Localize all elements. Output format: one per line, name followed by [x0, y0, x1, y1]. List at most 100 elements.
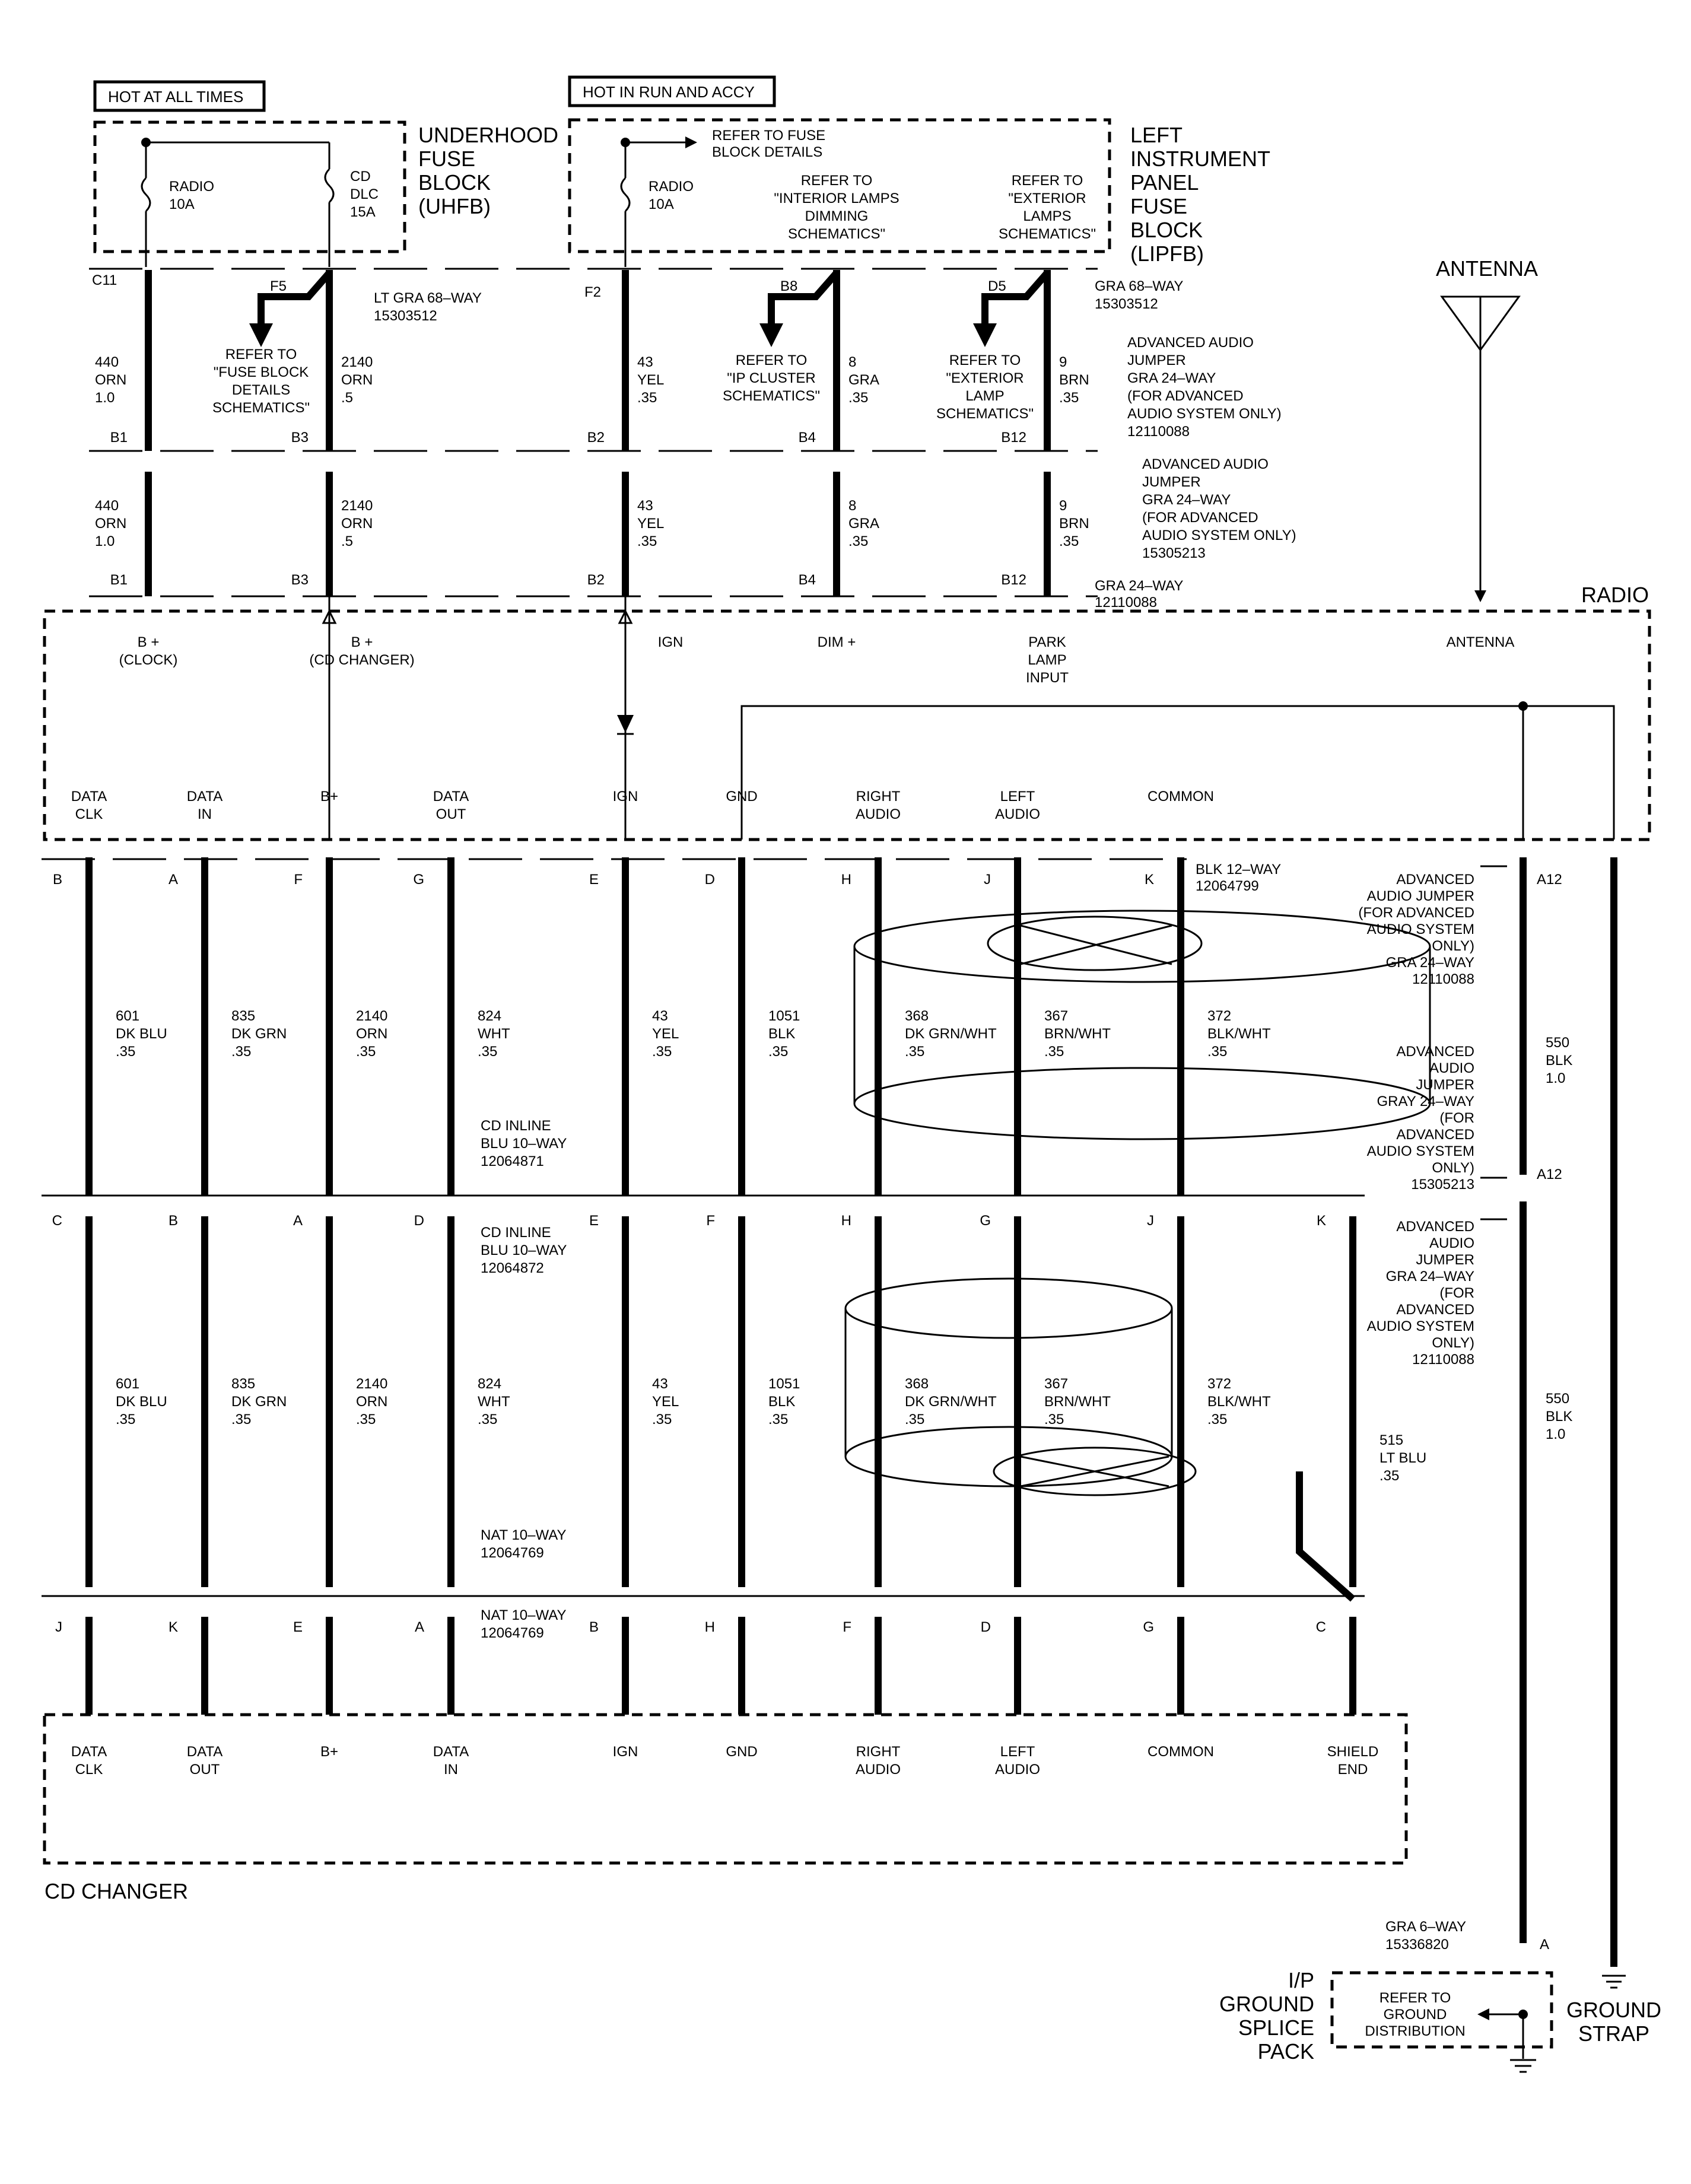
upper-circuit-bottom: ORN [341, 516, 373, 532]
svg-text:INSTRUMENT: INSTRUMENT [1130, 147, 1270, 171]
circuit-label-upper: DK BLU [116, 1026, 167, 1042]
upper-pin-bottom: B4 [799, 572, 816, 588]
svg-text:AUDIO SYSTEM: AUDIO SYSTEM [1367, 1143, 1474, 1159]
svg-text:NAT 10–WAY: NAT 10–WAY [481, 1607, 567, 1623]
upper-circuit-top: ORN [95, 372, 126, 388]
upper-circuit-bottom: 9 [1059, 498, 1067, 514]
svg-text:12064799: 12064799 [1196, 878, 1259, 894]
svg-text:PARK: PARK [1028, 634, 1066, 650]
inline-pin: H [841, 1213, 851, 1229]
circuit-label-upper: BLK [768, 1026, 795, 1042]
upper-circuit-top: YEL [637, 372, 664, 388]
conn-adv-right-2: ADVANCED AUDIO JUMPER GRAY 24–WAY (FOR A… [1367, 1044, 1474, 1193]
cd-changer-title: CD CHANGER [44, 1879, 188, 1903]
svg-text:IGN: IGN [658, 634, 684, 650]
svg-text:AUDIO JUMPER: AUDIO JUMPER [1367, 888, 1474, 904]
svg-text:(FOR ADVANCED: (FOR ADVANCED [1127, 388, 1244, 404]
circuit-label-lower: DK BLU [116, 1394, 167, 1410]
svg-text:I/P: I/P [1288, 1968, 1314, 1992]
svg-text:BLU 10–WAY: BLU 10–WAY [481, 1136, 567, 1152]
svg-text:B +: B + [138, 634, 160, 650]
lipfb-fuse-block [568, 118, 1111, 253]
svg-text:12064872: 12064872 [481, 1260, 544, 1276]
svg-text:ONLY): ONLY) [1432, 1335, 1474, 1351]
uhfb-label: UNDERHOOD FUSE BLOCK (UHFB) [418, 123, 558, 218]
radio-pin-top: F [294, 872, 303, 888]
refer-fuse-block-details: REFER TO FUSE BLOCK DETAILS [712, 128, 825, 160]
conn-cd-inline-2: CD INLINE BLU 10–WAY 12064872 [481, 1225, 567, 1276]
svg-text:GRAY 24–WAY: GRAY 24–WAY [1377, 1093, 1474, 1110]
svg-text:BLOCK DETAILS: BLOCK DETAILS [712, 144, 822, 160]
radio-pin-label: RIGHT [856, 789, 901, 805]
fuse-cd-dlc: CD DLC 15A [350, 169, 379, 220]
svg-text:1.0: 1.0 [1546, 1426, 1565, 1442]
svg-text:"EXTERIOR: "EXTERIOR [946, 370, 1024, 386]
svg-text:UNDERHOOD: UNDERHOOD [418, 123, 558, 147]
inline-pin: J [1147, 1213, 1154, 1229]
conn-adv-right-3: ADVANCED AUDIO JUMPER GRA 24–WAY (FOR AD… [1367, 1219, 1474, 1368]
lipfb-label: LEFT INSTRUMENT PANEL FUSE BLOCK (LIPFB) [1130, 123, 1270, 266]
svg-text:AUDIO SYSTEM ONLY): AUDIO SYSTEM ONLY) [1127, 406, 1282, 422]
refer-exterior-lamp-box: REFER TO "EXTERIOR LAMP SCHEMATICS" [936, 352, 1034, 422]
inline-pin: D [414, 1213, 424, 1229]
svg-text:"EXTERIOR: "EXTERIOR [1008, 190, 1086, 206]
svg-text:REFER TO: REFER TO [1012, 173, 1083, 189]
svg-text:B8: B8 [780, 278, 797, 294]
svg-text:15303512: 15303512 [1095, 296, 1158, 312]
radio-inputs: B + (CLOCK) B + (CD CHANGER) IGN DIM + P… [119, 634, 1515, 686]
changer-pin-label: DATA [71, 1744, 107, 1760]
svg-text:REFER TO: REFER TO [225, 346, 297, 363]
radio-pin-label: LEFT [1000, 789, 1035, 805]
svg-text:DISTRIBUTION: DISTRIBUTION [1365, 2023, 1465, 2039]
circuit-label-upper: .35 [905, 1044, 924, 1060]
circuit-label-upper: .35 [652, 1044, 672, 1060]
svg-text:REFER TO: REFER TO [736, 352, 807, 368]
conn-adv-right-1: ADVANCED AUDIO JUMPER (FOR ADVANCED AUDI… [1358, 872, 1474, 987]
circuit-label-lower: .35 [1207, 1412, 1227, 1428]
conn-gra-68: GRA 68–WAY 15303512 [1095, 278, 1183, 312]
svg-text:DETAILS: DETAILS [232, 382, 290, 398]
svg-text:GROUND: GROUND [1566, 1998, 1661, 2022]
radio-pin-label: CLK [75, 806, 103, 822]
cd-changer-module [43, 1713, 1408, 1865]
ground-strap-label: GROUND STRAP [1566, 1998, 1661, 2046]
svg-text:C11: C11 [92, 272, 117, 288]
changer-pin: K [169, 1619, 178, 1635]
svg-text:"INTERIOR LAMPS: "INTERIOR LAMPS [774, 190, 899, 206]
upper-pin-bottom: B3 [291, 572, 309, 588]
svg-text:(FOR: (FOR [1439, 1110, 1474, 1126]
svg-text:CD INLINE: CD INLINE [481, 1225, 551, 1241]
radio-pin-top: A [169, 872, 178, 888]
svg-text:SPLICE: SPLICE [1238, 2015, 1314, 2040]
shield-top [853, 910, 1431, 1140]
radio-pin-label: IN [198, 806, 212, 822]
radio-module [43, 609, 1651, 841]
conn-lt-gra: LT GRA 68–WAY 15303512 [374, 290, 482, 324]
svg-text:ADVANCED: ADVANCED [1396, 1127, 1474, 1143]
circuit-label-upper: 372 [1207, 1008, 1231, 1024]
svg-text:SCHEMATICS": SCHEMATICS" [212, 400, 310, 416]
radio-pin-label: B+ [320, 789, 338, 805]
svg-text:12110088: 12110088 [1127, 424, 1190, 440]
svg-text:JUMPER: JUMPER [1127, 352, 1186, 368]
refer-ip-cluster-box: REFER TO "IP CLUSTER SCHEMATICS" [723, 352, 820, 404]
changer-pin-label: OUT [190, 1762, 220, 1778]
hot-at-all-times-label: HOT AT ALL TIMES [108, 88, 243, 106]
svg-text:BLK 12–WAY: BLK 12–WAY [1196, 861, 1281, 878]
inline-pin: A [293, 1213, 303, 1229]
svg-text:"IP CLUSTER: "IP CLUSTER [727, 370, 815, 386]
svg-text:REFER TO FUSE: REFER TO FUSE [712, 128, 825, 144]
svg-text:12110088: 12110088 [1412, 971, 1474, 987]
radio-pin-top: G [413, 872, 424, 888]
radio-pin-label: DATA [187, 789, 223, 805]
svg-text:12110088: 12110088 [1412, 1352, 1474, 1368]
upper-pin-top: B2 [587, 430, 605, 446]
svg-text:F2: F2 [584, 284, 601, 300]
inline-pin: C [52, 1213, 62, 1229]
upper-circuit-bottom: .35 [637, 533, 657, 549]
circuit-label-upper: DK GRN [231, 1026, 287, 1042]
circuit-label-lower: .35 [905, 1412, 924, 1428]
upper-circuit-top: 1.0 [95, 390, 115, 406]
